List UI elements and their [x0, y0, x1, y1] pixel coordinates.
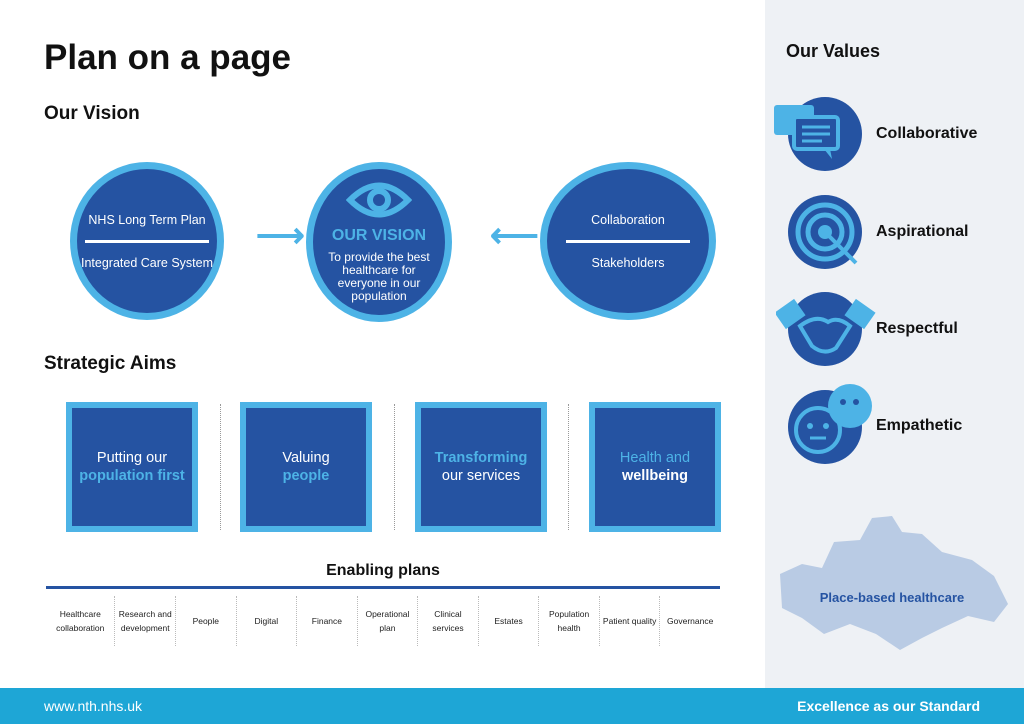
vision-title: OUR VISION: [331, 227, 427, 244]
enabling-plan-item: Patient quality: [598, 596, 660, 646]
divider: [566, 239, 690, 243]
eye-icon: [346, 182, 412, 218]
vision-heading: Our Vision: [44, 103, 140, 124]
page-title: Plan on a page: [44, 38, 291, 77]
enabling-plan-item: Population health: [538, 596, 599, 646]
map-label: Place-based healthcare: [819, 590, 965, 605]
aim-line2: wellbeing: [621, 468, 689, 484]
left-top-text: NHS Long Term Plan: [88, 212, 206, 227]
speech-bubbles-icon: [774, 97, 862, 171]
tagline: Excellence as our Standard: [797, 698, 980, 714]
value-respectful: Respectful: [876, 320, 958, 337]
enabling-plan-item: Research and development: [114, 596, 175, 646]
enabling-plans-list: Healthcare collaboration Research and de…: [46, 596, 720, 646]
aim-line2: population first: [79, 468, 185, 484]
values-heading: Our Values: [786, 41, 881, 61]
aim-line1: Health and: [619, 450, 691, 466]
enabling-plan-item: Estates: [477, 596, 539, 646]
aim-line1: Transforming: [434, 450, 528, 466]
enabling-plan-item: Governance: [659, 596, 720, 646]
aim-valuing-people: Valuing people: [240, 402, 372, 532]
enabling-plan-item: Finance: [296, 596, 357, 646]
enabling-plan-item: Clinical services: [417, 596, 478, 646]
aim-line1: Valuing: [282, 450, 330, 466]
target-icon: [788, 195, 862, 269]
vision-input-circle-right: Collaboration Stakeholders: [540, 162, 716, 320]
arrow-left-icon: ⟵: [490, 217, 539, 255]
enabling-plan-item: Digital: [235, 596, 297, 646]
strategic-aims-heading: Strategic Aims: [44, 353, 177, 374]
aim-line2: our services: [441, 468, 521, 484]
aim-transforming-services: Transforming our services: [415, 402, 547, 532]
handshake-icon: [776, 292, 876, 366]
aim-line1: Putting our: [96, 450, 168, 466]
region-map-icon: [780, 516, 1008, 650]
aim-health-wellbeing: Health and wellbeing: [589, 402, 721, 532]
divider: [85, 239, 209, 243]
enabling-plan-item: People: [175, 596, 236, 646]
aim-population-first: Putting our population first: [66, 402, 198, 532]
website-link[interactable]: www.nth.nhs.uk: [44, 698, 143, 714]
value-empathetic: Empathetic: [876, 417, 963, 434]
separator: [568, 404, 569, 530]
enabling-plan-item: Healthcare collaboration: [56, 609, 105, 633]
enabling-plan-item: Operational plan: [356, 596, 418, 646]
value-aspirational: Aspirational: [876, 223, 969, 240]
separator: [394, 404, 395, 530]
vision-text: To provide the best healthcare for every…: [328, 250, 430, 303]
our-vision-circle: OUR VISION To provide the best healthcar…: [306, 162, 452, 322]
arrow-right-icon: ⟶: [256, 217, 305, 255]
right-bottom-text: Stakeholders: [591, 255, 665, 270]
left-bottom-text: Integrated Care System: [80, 255, 213, 270]
separator: [220, 404, 221, 530]
aim-line2: people: [282, 468, 330, 484]
enabling-plans-rule: [46, 586, 720, 589]
right-top-text: Collaboration: [591, 212, 665, 227]
enabling-plans-heading: Enabling plans: [326, 562, 440, 579]
footer: www.nth.nhs.uk Excellence as our Standar…: [0, 688, 1024, 724]
faces-icon: [788, 384, 872, 464]
vision-input-circle-left: NHS Long Term Plan Integrated Care Syste…: [70, 162, 224, 320]
value-collaborative: Collaborative: [876, 125, 978, 142]
